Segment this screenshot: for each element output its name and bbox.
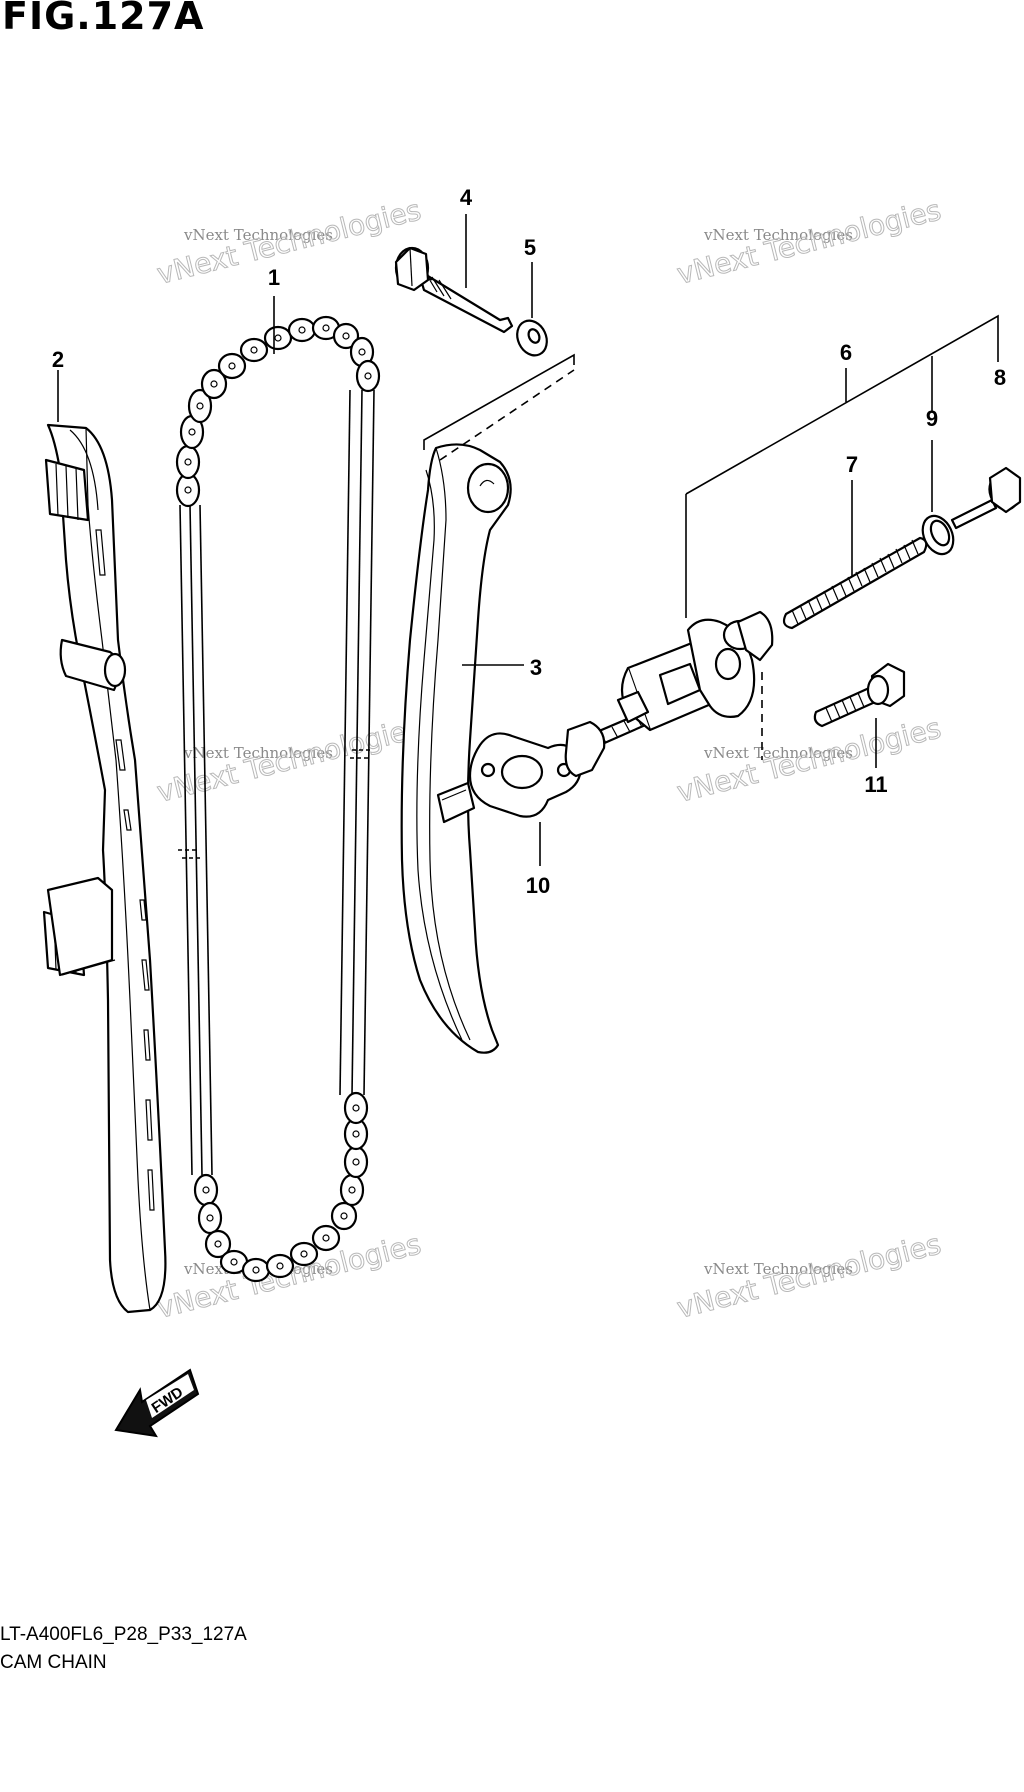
callouts: 1 2 3 4 5 6 7 8 9 10 11 bbox=[52, 185, 1006, 898]
callout-10: 10 bbox=[526, 873, 550, 898]
callout-7: 7 bbox=[846, 452, 858, 477]
callout-11: 11 bbox=[864, 772, 887, 797]
callout-4: 4 bbox=[460, 185, 473, 210]
fwd-arrow: FWD bbox=[114, 1368, 200, 1438]
tensioner-pivot-bolt bbox=[394, 246, 514, 334]
watermark-mid-right: vNext Technologies vNext Technologies bbox=[673, 711, 945, 809]
figure-subtitle: CAM CHAIN bbox=[0, 1652, 107, 1673]
svg-text:vNext Technologies: vNext Technologies bbox=[703, 1260, 853, 1278]
pivot-alignment-lines bbox=[423, 353, 575, 461]
callout-3: 3 bbox=[530, 655, 542, 680]
adjuster-gasket bbox=[468, 732, 582, 818]
cam-chain-guide bbox=[42, 423, 167, 1314]
washer bbox=[516, 319, 548, 357]
watermark-top-left: vNext Technologies vNext Technologies bbox=[153, 193, 425, 291]
callout-8: 8 bbox=[994, 365, 1006, 390]
watermark-bottom-right: vNext Technologies vNext Technologies bbox=[673, 1227, 945, 1325]
svg-text:vNext Technologies: vNext Technologies bbox=[703, 744, 853, 762]
leader-lines bbox=[57, 214, 999, 866]
svg-text:vNext Technologies: vNext Technologies bbox=[183, 744, 333, 762]
drawing-code: LT-A400FL6_P28_P33_127A bbox=[0, 1624, 247, 1645]
watermark-top-right: vNext Technologies vNext Technologies bbox=[673, 193, 945, 291]
svg-text:vNext Technologies: vNext Technologies bbox=[703, 226, 853, 244]
cap-bolt bbox=[950, 466, 1022, 530]
watermark-bottom-left: vNext Technologies vNext Technologies bbox=[153, 1227, 425, 1325]
callout-2: 2 bbox=[52, 347, 64, 372]
callout-9: 9 bbox=[926, 406, 938, 431]
adjuster-mounting-bolt bbox=[813, 662, 906, 728]
tensioner-adjuster-assembly bbox=[564, 610, 774, 778]
callout-5: 5 bbox=[524, 235, 536, 260]
figure-title: FIG.127A bbox=[2, 0, 205, 38]
cam-chain bbox=[175, 315, 381, 1283]
callout-6: 6 bbox=[840, 340, 852, 365]
callout-1: 1 bbox=[268, 265, 280, 290]
svg-text:vNext Technologies: vNext Technologies bbox=[183, 226, 333, 244]
cam-chain-tensioner bbox=[400, 443, 512, 1054]
o-ring-gasket bbox=[921, 514, 955, 556]
spring bbox=[782, 536, 928, 630]
